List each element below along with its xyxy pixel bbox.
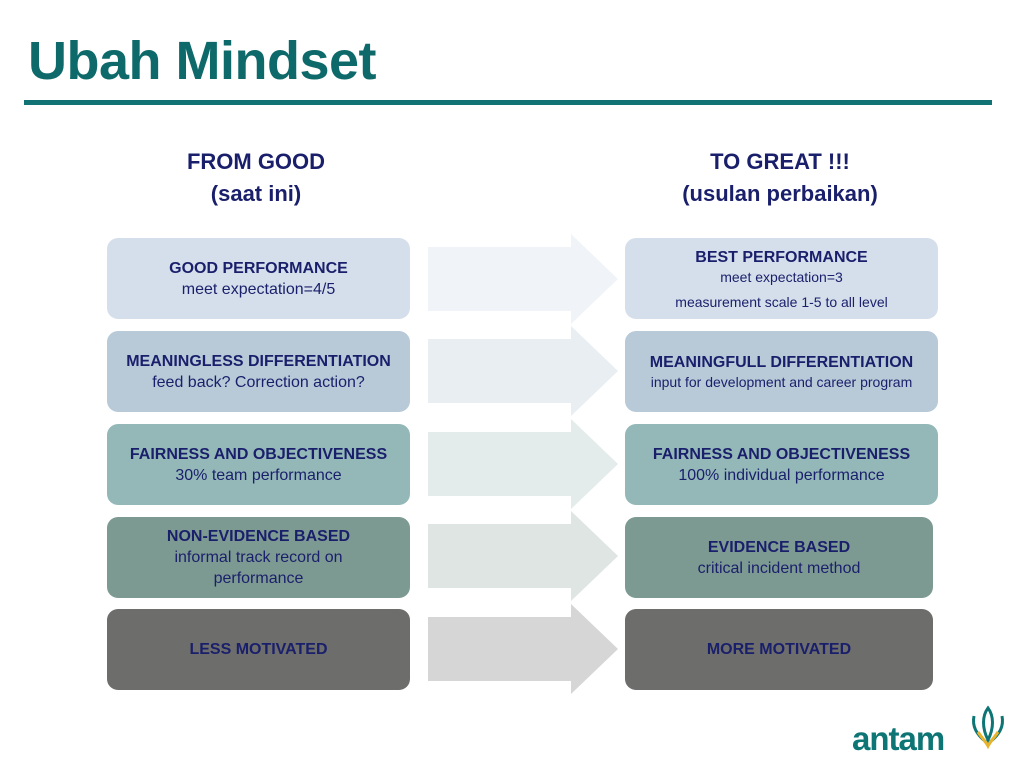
arrow-right-icon	[428, 511, 618, 601]
from-box-heading: MEANINGLESS DIFFERENTIATION	[126, 352, 391, 370]
page-title: Ubah Mindset	[28, 31, 377, 91]
arrow-right-icon	[428, 419, 618, 509]
from-box-subtext: meet expectation=4/5	[181, 280, 336, 298]
to-box-subtext: critical incident method	[697, 559, 861, 577]
column-heading-to-great: TO GREAT !!! (usulan perbaikan)	[620, 146, 940, 210]
column-heading-from-good: FROM GOOD (saat ini)	[96, 146, 416, 210]
arrow-right-icon	[428, 234, 618, 324]
to-box-heading: BEST PERFORMANCE	[695, 248, 868, 266]
antam-logo-wordmark: antam	[852, 720, 945, 757]
to-box-heading: FAIRNESS AND OBJECTIVENESS	[652, 445, 911, 463]
to-box-heading: MORE MOTIVATED	[706, 641, 852, 658]
from-box-meaningless-differentiation: MEANINGLESS DIFFERENTIATION feed back? C…	[107, 331, 410, 412]
to-box-subtext: input for development and career program	[650, 373, 913, 390]
leaf-emblem-icon	[972, 705, 1004, 750]
to-box-heading: EVIDENCE BASED	[707, 538, 851, 556]
from-box-subtext: feed back? Correction action?	[152, 373, 365, 391]
to-box-subtext: meet expectation=3	[720, 268, 843, 285]
to-box-subtext: 100% individual performance	[678, 466, 885, 484]
column-heading-from-good-line2: (saat ini)	[210, 181, 302, 206]
column-heading-to-great-line1: TO GREAT !!!	[710, 149, 850, 174]
from-box-heading: GOOD PERFORMANCE	[169, 259, 348, 277]
from-box-non-evidence-based: NON-EVIDENCE BASED informal track record…	[107, 517, 410, 598]
from-box-heading: NON-EVIDENCE BASED	[166, 528, 351, 545]
to-box-meaningfull-differentiation: MEANINGFULL DIFFERENTIATION input for de…	[625, 331, 938, 412]
to-box-fairness-objectiveness: FAIRNESS AND OBJECTIVENESS 100% individu…	[625, 424, 938, 505]
to-box-heading: MEANINGFULL DIFFERENTIATION	[649, 353, 914, 371]
column-heading-from-good-line1: FROM GOOD	[186, 149, 326, 174]
column-heading-to-great-line2: (usulan perbaikan)	[682, 181, 878, 206]
arrow-right-icon	[428, 604, 618, 694]
from-box-heading: FAIRNESS AND OBJECTIVENESS	[129, 445, 388, 463]
antam-logo: antam	[852, 702, 1012, 762]
arrow-right-icon	[428, 326, 618, 416]
from-box-subtext: 30% team performance	[175, 466, 342, 484]
to-box-evidence-based: EVIDENCE BASED critical incident method	[625, 517, 933, 598]
from-box-heading: LESS MOTIVATED	[189, 641, 328, 658]
from-box-subtext: informal track record on performance	[174, 549, 343, 587]
title-underline	[24, 100, 992, 105]
from-box-less-motivated: LESS MOTIVATED	[107, 609, 410, 690]
from-box-good-performance: GOOD PERFORMANCE meet expectation=4/5	[107, 238, 410, 319]
to-box-best-performance: BEST PERFORMANCE meet expectation=3 meas…	[625, 238, 938, 319]
to-box-subtext-2: measurement scale 1-5 to all level	[675, 293, 888, 310]
to-box-more-motivated: MORE MOTIVATED	[625, 609, 933, 690]
from-box-fairness-objectiveness: FAIRNESS AND OBJECTIVENESS 30% team perf…	[107, 424, 410, 505]
